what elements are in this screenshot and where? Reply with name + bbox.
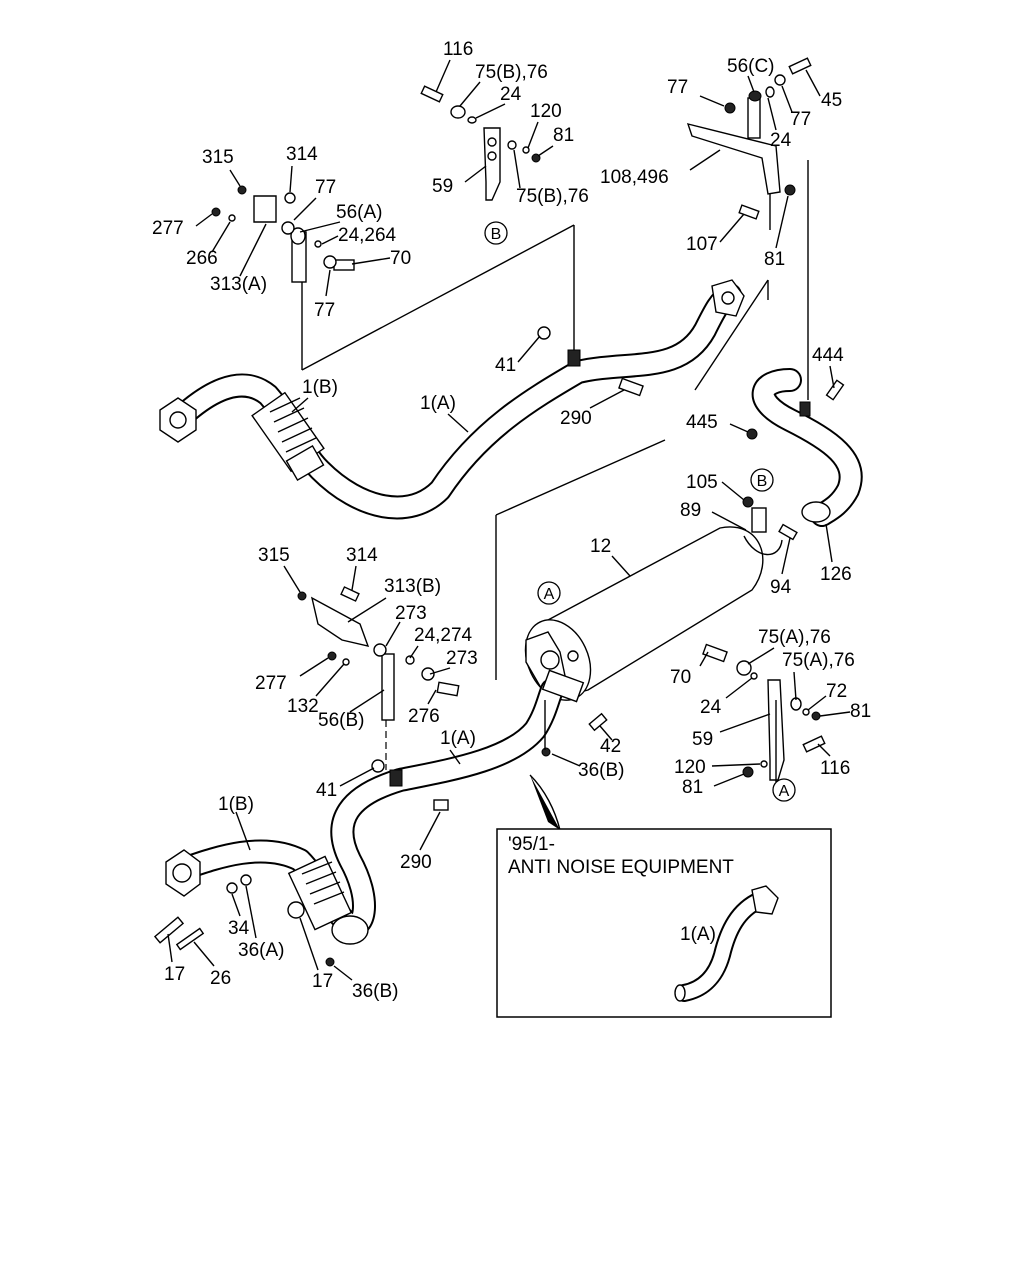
part-label: 81 [764,249,785,270]
part-label: 313(B) [384,576,441,597]
part-label: 444 [812,345,844,366]
part-label: 41 [316,780,337,801]
part-label: 290 [560,408,592,429]
part-label: 1(B) [218,794,254,815]
part-label: 42 [600,736,621,757]
part-label: 56(A) [336,202,382,223]
part-labels: 116 75(B),76 24 120 81 59 75(B),76 315 3… [152,39,871,1002]
part-label: 132 [287,696,319,717]
svg-text:A: A [779,783,790,800]
lower-guide-lines [385,700,777,782]
part-label: 108,496 [600,167,669,188]
upper-guide-lines [301,160,809,680]
part-label: 75(B),76 [516,186,589,207]
part-label: 290 [400,852,432,873]
upper-front-flange [159,397,197,443]
circle-marker: A [772,778,796,802]
callout-leaders [167,59,851,981]
part-label: 315 [202,147,234,168]
upper-pipe [159,279,745,520]
part-label: 24,274 [414,625,473,646]
part-label: 1(A) [440,728,476,749]
circle-marker: B [484,221,508,245]
part-label: 276 [408,706,440,727]
lower-hardware [153,586,826,967]
part-label: 126 [820,564,852,585]
lower-pipe [165,669,585,945]
svg-text:A: A [544,586,555,603]
part-label: 17 [164,964,185,985]
part-label: 94 [770,577,792,598]
part-label: 72 [826,681,847,702]
part-label: 313(A) [210,274,267,295]
svg-text:B: B [757,473,768,490]
inset-title-line1: '95/1- [508,834,555,855]
part-label: 314 [346,545,378,566]
part-label: 75(A),76 [782,650,855,671]
part-label: 75(B),76 [475,62,548,83]
tail-pipe [751,368,863,527]
part-label: 266 [186,248,218,269]
part-label: 1(B) [302,377,338,398]
part-label: 77 [314,300,335,321]
part-label: 41 [495,355,516,376]
part-label: 56(B) [318,710,364,731]
part-label: 81 [850,701,871,722]
part-label: 36(B) [352,981,398,1002]
part-label: 120 [674,757,706,778]
part-label: 120 [530,101,562,122]
part-label: 273 [395,603,427,624]
part-label: 445 [686,412,718,433]
part-label: 277 [152,218,184,239]
part-label: 24 [700,697,722,718]
inset-box: '95/1- ANTI NOISE EQUIPMENT 1(A) [496,774,832,1018]
part-label: 81 [682,777,703,798]
part-label: 70 [670,667,691,688]
circle-marker: A [537,581,561,605]
svg-text:B: B [491,226,502,243]
part-label: 24 [500,84,522,105]
part-label: 315 [258,545,290,566]
part-label: 107 [686,234,718,255]
part-label: 36(B) [578,760,624,781]
part-label: 77 [315,177,336,198]
lower-flex-bellows [287,855,353,931]
inset-part-label: 1(A) [680,924,716,945]
part-label: 59 [692,729,713,750]
part-label: 105 [686,472,718,493]
inset-title-line2: ANTI NOISE EQUIPMENT [508,857,734,878]
part-label: 45 [821,90,842,111]
part-label: 26 [210,968,231,989]
part-label: 17 [312,971,333,992]
part-label: 273 [446,648,478,669]
part-label: 1(A) [420,393,456,414]
part-label: 24,264 [338,225,397,246]
part-label: 70 [390,248,411,269]
part-label: 77 [790,109,811,130]
part-label: 116 [443,39,473,60]
circle-markers: B B A A [484,221,796,802]
part-label: 277 [255,673,287,694]
part-label: 59 [432,176,453,197]
part-label: 116 [820,758,850,779]
circle-marker: B [750,468,774,492]
part-label: 34 [228,918,250,939]
part-label: 56(C) [727,56,775,77]
part-label: 75(A),76 [758,627,831,648]
part-label: 24 [770,130,792,151]
muffler-12 [524,496,798,701]
part-label: 12 [590,536,611,557]
upper-hardware [211,57,845,440]
part-label: 36(A) [238,940,284,961]
part-label: 77 [667,77,688,98]
upper-rear-flange [711,279,745,317]
part-label: 314 [286,144,318,165]
part-label: 81 [553,125,574,146]
part-label: 89 [680,500,701,521]
